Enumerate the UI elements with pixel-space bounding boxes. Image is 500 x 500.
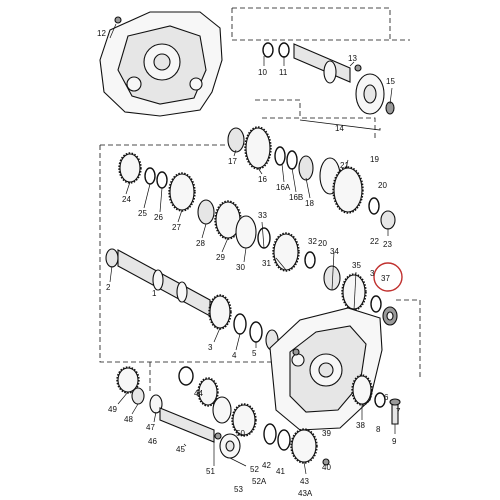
callout-labels: 12 13 10 11 15 14 17 16 16A 16B 18 19 21… — [97, 29, 401, 498]
callout-5: 5 — [252, 349, 257, 358]
callout-40: 40 — [322, 463, 331, 472]
highlight-circle — [373, 262, 403, 292]
callout-4: 4 — [232, 351, 237, 360]
callout-20: 20 — [378, 181, 387, 190]
callout-21: 21 — [340, 161, 349, 170]
assembly-guide-lines — [99, 7, 421, 392]
callout-39: 39 — [322, 429, 331, 438]
upper-gear-row — [227, 126, 396, 230]
callout-23: 23 — [383, 240, 392, 249]
callout-44: 44 — [194, 389, 203, 398]
callout-51: 51 — [206, 467, 215, 476]
callout-26: 26 — [154, 213, 163, 222]
callout-25: 25 — [138, 209, 147, 218]
callout-35: 35 — [352, 261, 361, 270]
callout-30: 30 — [236, 263, 245, 272]
callout-14: 14 — [335, 124, 344, 133]
callout-42: 42 — [262, 461, 271, 470]
callout-43A: 43A — [298, 489, 313, 498]
callout-13: 13 — [348, 54, 357, 63]
callout-41: 41 — [276, 467, 285, 476]
callout-49: 49 — [108, 405, 117, 414]
callout-52A: 52A — [252, 477, 267, 486]
callout-31: 31 — [262, 259, 271, 268]
gearbox-housing — [269, 307, 383, 431]
lower-shaft-group — [116, 366, 401, 466]
callout-29: 29 — [216, 253, 225, 262]
callout-32: 32 — [308, 237, 317, 246]
callout-6: 6 — [384, 393, 389, 402]
callout-7: 7 — [396, 407, 401, 416]
callout-11: 11 — [279, 68, 288, 77]
callout-50: 50 — [236, 429, 245, 438]
callout-45: 45 — [176, 445, 185, 454]
callout-3: 3 — [208, 343, 213, 352]
callout-9: 9 — [392, 437, 397, 446]
callout-53: 53 — [234, 485, 243, 494]
callout-19: 19 — [370, 155, 379, 164]
callout-3-upper: 3 — [370, 269, 375, 278]
callout-8: 8 — [376, 425, 381, 434]
callout-34: 34 — [330, 247, 339, 256]
callout-38: 38 — [356, 421, 365, 430]
flange-shaft-group — [262, 42, 395, 115]
leader-lines — [109, 23, 396, 475]
callout-16A: 16A — [276, 183, 291, 192]
callout-1: 1 — [152, 289, 157, 298]
callout-47: 47 — [146, 423, 155, 432]
callout-24: 24 — [122, 195, 131, 204]
main-shaft — [105, 248, 279, 351]
callout-48: 48 — [124, 415, 133, 424]
callout-22: 22 — [370, 237, 379, 246]
callout-16B: 16B — [289, 193, 303, 202]
transmission-case — [99, 11, 223, 117]
callout-17: 17 — [228, 157, 237, 166]
callout-27: 27 — [172, 223, 181, 232]
callout-15: 15 — [386, 77, 395, 86]
callout-16: 16 — [258, 175, 267, 184]
callout-18: 18 — [305, 199, 314, 208]
callout-46: 46 — [148, 437, 157, 446]
callout-28: 28 — [196, 239, 205, 248]
callout-52: 52 — [250, 465, 259, 474]
callout-43: 43 — [300, 477, 309, 486]
callout-20-lower: 20 — [318, 239, 327, 248]
callout-2: 2 — [106, 283, 111, 292]
callout-33: 33 — [258, 211, 267, 220]
callout-37: 37 — [381, 274, 390, 283]
callout-12: 12 — [97, 29, 106, 38]
part-37-nut — [373, 262, 403, 326]
callout-10: 10 — [258, 68, 267, 77]
